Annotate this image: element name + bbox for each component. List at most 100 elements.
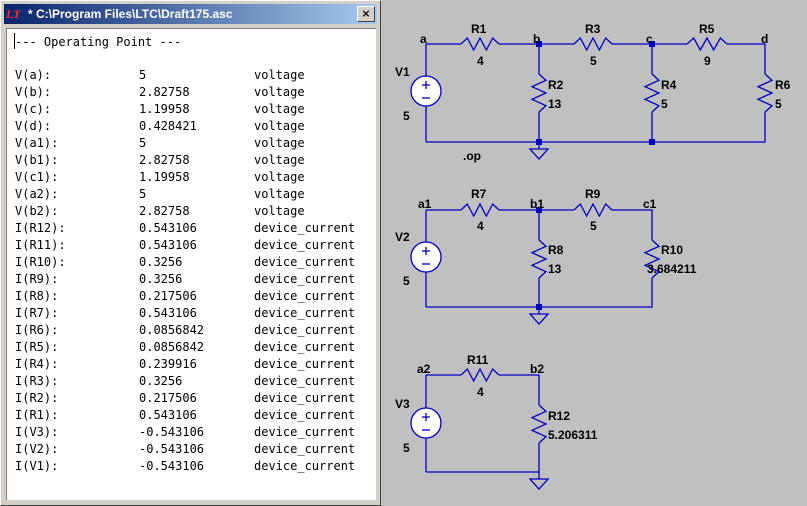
result-name: V(a1): [15, 136, 59, 150]
result-unit: device_current [254, 255, 356, 269]
ground-symbol-1 [528, 148, 550, 160]
result-name: V(c1): [15, 170, 59, 184]
window-titlebar[interactable]: LT * C:\Program Files\LTC\Draft175.asc × [4, 4, 377, 24]
result-unit: voltage [254, 153, 305, 167]
schematic-wires [410, 36, 774, 490]
node-label-a: a [420, 32, 427, 46]
result-value: 1.19958 [139, 102, 190, 116]
resistor-r7 [460, 202, 500, 218]
node-label-a1: a1 [418, 197, 432, 211]
r11-value: 4 [477, 385, 484, 399]
result-value: 0.543106 [139, 221, 197, 235]
window-title: * C:\Program Files\LTC\Draft175.asc [28, 7, 233, 21]
ground-symbol-3 [528, 478, 550, 490]
result-unit: voltage [254, 187, 305, 201]
r4-name: R4 [661, 78, 677, 92]
result-value: 2.82758 [139, 85, 190, 99]
voltage-source-v3 [410, 407, 442, 439]
r5-value: 9 [704, 54, 711, 68]
result-name: I(V2): [15, 442, 59, 456]
result-unit: voltage [254, 102, 305, 116]
result-name: I(V1): [15, 459, 59, 473]
r2-name: R2 [548, 78, 564, 92]
junction-c [649, 41, 655, 47]
result-value: -0.543106 [139, 459, 205, 473]
result-unit: voltage [254, 68, 305, 82]
resistor-r4 [643, 73, 661, 113]
operating-point-window: LT * C:\Program Files\LTC\Draft175.asc ×… [0, 0, 381, 506]
resistor-r10 [643, 239, 661, 279]
result-name: I(R12): [15, 221, 66, 235]
operating-point-header: --- Operating Point --- [15, 35, 182, 49]
result-unit: device_current [254, 391, 356, 405]
result-value: 2.82758 [139, 204, 190, 218]
result-value: 0.3256 [139, 374, 183, 388]
wire-r5-r6 [727, 43, 766, 74]
r7-value: 4 [477, 219, 484, 233]
r12-value: 5.206311 [548, 428, 598, 442]
result-unit: device_current [254, 357, 356, 371]
result-unit: device_current [254, 442, 356, 456]
r4-value: 5 [661, 97, 668, 111]
result-name: V(c): [15, 102, 52, 116]
result-unit: device_current [254, 221, 356, 235]
r9-value: 5 [590, 219, 597, 233]
r7-name: R7 [471, 187, 487, 201]
wire-bottom-1 [426, 112, 766, 143]
result-name: V(b): [15, 85, 52, 99]
result-unit: voltage [254, 136, 305, 150]
result-unit: device_current [254, 272, 356, 286]
result-name: V(a): [15, 68, 52, 82]
text-caret [14, 33, 15, 49]
wire-r11-r12 [499, 374, 540, 405]
result-unit: device_current [254, 459, 356, 473]
junction-r4-bottom [649, 139, 655, 145]
junction-b1 [536, 207, 542, 213]
result-unit: device_current [254, 340, 356, 354]
v1-name: V1 [395, 65, 410, 79]
schematic-canvas[interactable]: a b c d V1 5 R1 4 R2 13 R3 5 R4 5 R5 9 R… [381, 0, 807, 506]
result-value: 5 [139, 136, 147, 150]
node-label-c: c [646, 32, 653, 46]
resistor-r12 [530, 404, 548, 444]
result-value: 0.428421 [139, 119, 197, 133]
voltage-source-v1 [410, 75, 442, 107]
resistor-r8 [530, 239, 548, 279]
resistor-r3 [573, 36, 613, 52]
spice-directive-op[interactable]: .op [463, 149, 481, 163]
result-value: 5 [139, 187, 147, 201]
result-name: V(d): [15, 119, 52, 133]
result-value: -0.543106 [139, 442, 205, 456]
r3-name: R3 [585, 22, 601, 36]
v2-name: V2 [395, 230, 410, 244]
result-name: I(R1): [15, 408, 59, 422]
junction-b [536, 41, 542, 47]
result-unit: voltage [254, 85, 305, 99]
close-button[interactable]: × [357, 6, 375, 22]
result-unit: device_current [254, 374, 356, 388]
r9-name: R9 [585, 187, 601, 201]
result-name: V(a2): [15, 187, 59, 201]
node-label-b2: b2 [530, 362, 545, 376]
result-value: 0.543106 [139, 306, 197, 320]
r5-name: R5 [699, 22, 715, 36]
node-label-b1: b1 [530, 197, 545, 211]
result-value: -0.543106 [139, 425, 205, 439]
r1-value: 4 [477, 54, 484, 68]
result-value: 0.217506 [139, 391, 197, 405]
result-unit: device_current [254, 408, 356, 422]
wire-bottom-2 [426, 278, 653, 308]
node-label-b: b [533, 32, 541, 46]
r6-name: R6 [775, 78, 791, 92]
result-name: V(b1): [15, 153, 59, 167]
v1-value: 5 [403, 109, 410, 123]
result-value: 1.19958 [139, 170, 190, 184]
v3-name: V3 [395, 397, 410, 411]
result-name: I(R5): [15, 340, 59, 354]
ltspice-icon: LT [6, 7, 21, 21]
result-value: 5 [139, 68, 147, 82]
result-name: I(R4): [15, 357, 59, 371]
result-value: 0.217506 [139, 289, 197, 303]
result-name: I(R9): [15, 272, 59, 286]
